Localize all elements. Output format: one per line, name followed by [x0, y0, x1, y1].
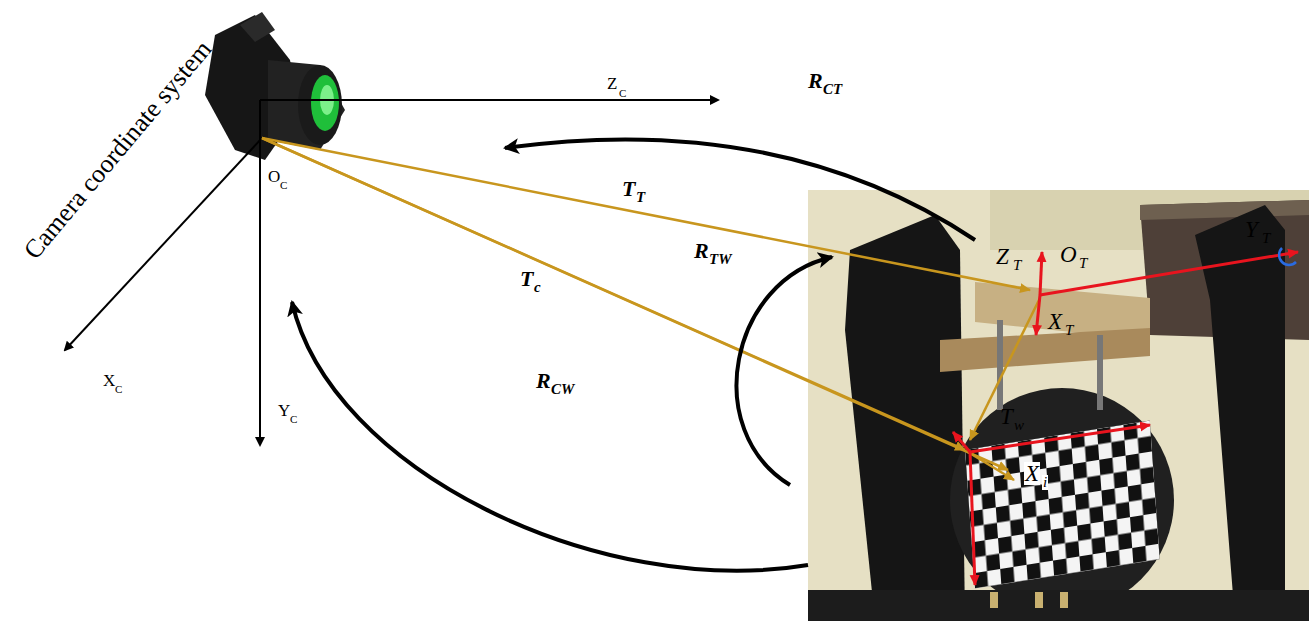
- axis-label: O: [268, 168, 280, 185]
- axis-label: T: [1013, 258, 1021, 273]
- axis-label: X: [1048, 310, 1062, 333]
- transform-label: T: [520, 268, 533, 290]
- axis-title: Camera coordinate system: [19, 36, 216, 264]
- axis-label: T: [1262, 231, 1270, 246]
- axis-label: i: [1042, 475, 1048, 490]
- axis-label: X: [1024, 462, 1040, 485]
- camera-icon: [205, 12, 345, 160]
- axis-label: O: [1060, 243, 1077, 266]
- transform-label: CT: [823, 82, 842, 97]
- axis-label: C: [115, 384, 122, 395]
- transform-label: TW: [709, 252, 732, 267]
- axis-label: Y: [1245, 218, 1258, 241]
- photo: [808, 190, 1309, 621]
- axis-label: Y: [278, 402, 290, 419]
- axis-label: Z: [607, 75, 617, 92]
- axis-label: w: [1014, 418, 1024, 433]
- transform-label: R: [694, 240, 709, 262]
- axis-label: X: [103, 372, 115, 389]
- transform-label: R: [808, 70, 823, 92]
- axis-label: T: [1079, 256, 1087, 271]
- axis-label: C: [290, 414, 297, 425]
- transform-label: R: [536, 370, 551, 392]
- axis-label: C: [280, 180, 287, 191]
- transform-label: T: [622, 178, 635, 200]
- transform-label: CW: [551, 382, 574, 397]
- axis-label: C: [619, 88, 626, 99]
- transform-label: c: [534, 280, 541, 295]
- transform-label: T: [636, 190, 645, 205]
- axis-label: T: [1000, 405, 1013, 428]
- axis-label: T: [1065, 323, 1073, 338]
- axis-label: Z: [996, 245, 1009, 268]
